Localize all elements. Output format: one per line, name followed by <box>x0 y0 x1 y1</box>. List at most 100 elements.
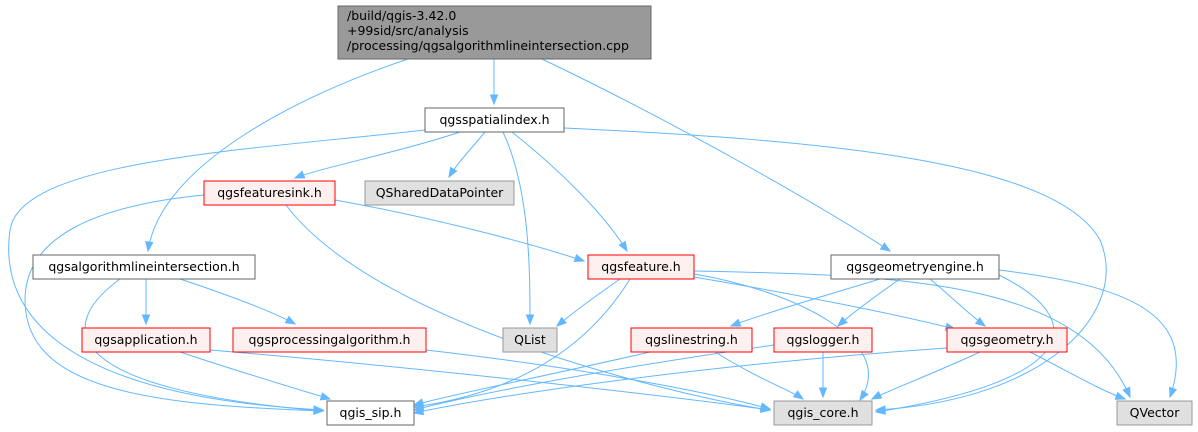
edge-qgsapplication-to-qgis_core <box>209 349 772 413</box>
edge-qgsfeature-to-qgsgeometry <box>693 276 957 331</box>
edge-line <box>84 278 324 412</box>
arrowhead <box>412 406 425 416</box>
edge-qgsspatialindex-to-qshareddatapointer <box>448 131 486 179</box>
qvector-label: QVector <box>1130 405 1181 420</box>
edge-line <box>413 344 775 411</box>
node-qgsgeometryengine[interactable]: qgsgeometryengine.h <box>830 254 1000 280</box>
node-qgis-sip[interactable]: qgis_sip.h <box>326 400 415 426</box>
edge-line <box>837 278 901 327</box>
edge-qgslinestring-to-qgis_core <box>714 351 805 400</box>
arrowhead <box>319 392 332 401</box>
qgsspatialindex-label: qgsspatialindex.h <box>439 112 549 127</box>
arrowhead <box>284 315 297 325</box>
arrowhead <box>792 390 805 400</box>
arrowhead <box>879 242 892 252</box>
edge-root-to-qgsspatialindex <box>489 59 499 106</box>
arrowhead <box>859 389 869 402</box>
arrowhead <box>759 402 772 411</box>
node-root-file: /build/qgis-3.42.0 +99sid/src/analysis /… <box>337 5 652 60</box>
edge-line <box>294 131 461 179</box>
edge-line <box>209 349 771 411</box>
arrowhead <box>974 317 987 327</box>
node-qgsspatialindex[interactable]: qgsspatialindex.h <box>424 107 565 133</box>
arrowhead <box>1169 386 1178 399</box>
edge-line <box>511 131 628 252</box>
edge-qgsgeometryengine-to-qgslinestring <box>729 278 881 327</box>
edge-qgsgeometryengine-to-qgslogger <box>836 278 901 327</box>
qgsgeometry-label: qgsgeometry.h <box>960 332 1053 347</box>
edge-line <box>556 278 621 327</box>
arrowhead <box>145 241 154 253</box>
edge-line <box>8 129 426 411</box>
edge-line <box>871 351 981 400</box>
edge-root-to-qgsgeometryengine <box>541 58 892 252</box>
root-file-line-2: +99sid/src/analysis <box>347 23 469 38</box>
node-qgsfeaturesink[interactable]: qgsfeaturesink.h <box>203 180 336 206</box>
edge-qgsgeometryengine-to-qgsgeometry <box>929 278 987 327</box>
node-qgsapplication[interactable]: qgsapplication.h <box>81 327 211 353</box>
node-qgslogger[interactable]: qgslogger.h <box>773 327 873 353</box>
qgsfeature-label: qgsfeature.h <box>601 259 680 274</box>
edge-qgsgeometry-to-qvector <box>1029 351 1127 400</box>
edge-line <box>179 351 331 400</box>
edge-line <box>714 351 804 400</box>
node-qvector: QVector <box>1116 400 1193 426</box>
arrowhead <box>573 254 586 263</box>
qgsapplication-label: qgsapplication.h <box>94 332 197 347</box>
edge-root-to-qgsalgorithmlineintersection <box>145 58 409 253</box>
node-qgsalgorithmlineintersection[interactable]: qgsalgorithmlineintersection.h <box>32 254 256 280</box>
edge-qgsfeaturesink-to-qgis_sip <box>24 194 325 415</box>
edge-qgsgeometry-to-qgis_sip <box>412 347 948 416</box>
qshareddatapointer-label: QSharedDataPointer <box>376 185 504 200</box>
edge-qgsfeature-to-qvector <box>693 270 1131 399</box>
qgsalgorithmlineintersection-label: qgsalgorithmlineintersection.h <box>48 259 239 274</box>
edge-line <box>730 278 881 327</box>
edge-qgsspatialindex-to-qgsfeaturesink <box>293 131 461 179</box>
arrowhead <box>729 318 742 327</box>
edge-line <box>413 351 651 406</box>
edge-line <box>413 347 948 414</box>
edge-line <box>147 58 409 252</box>
arrowhead <box>618 240 628 253</box>
node-qgis-core: qgis_core.h <box>773 400 873 426</box>
edge-qgsfeature-to-qgis_core <box>693 273 869 402</box>
edge-qgslinestring-to-qgis_sip <box>412 351 651 407</box>
edge-line <box>502 131 531 325</box>
arrowhead <box>555 316 567 327</box>
qgsgeometryengine-label: qgsgeometryengine.h <box>846 259 984 274</box>
root-file-line-3: /processing/qgsalgorithmlineintersection… <box>347 38 629 53</box>
nodes-layer: /build/qgis-3.42.0 +99sid/src/analysis /… <box>32 5 1193 426</box>
arrowhead <box>448 166 458 179</box>
edge-qgsalgorithmlineintersection-to-qgis_sip <box>84 278 325 415</box>
edge-line <box>929 278 986 327</box>
arrowhead <box>489 94 499 106</box>
edge-qgsalgorithmlineintersection-to-qgsprocessingalgorithm <box>179 278 297 325</box>
edge-line <box>541 58 891 252</box>
qgslogger-label: qgslogger.h <box>787 332 860 347</box>
edge-qgsgeometryengine-to-qvector <box>998 269 1178 399</box>
edge-line <box>1029 351 1126 400</box>
edge-qgsfeature-to-qlist <box>555 278 621 327</box>
node-qgsgeometry[interactable]: qgsgeometry.h <box>946 327 1068 353</box>
qgsprocessingalgorithm-label: qgsprocessingalgorithm.h <box>249 332 411 347</box>
edge-qgsspatialindex-to-qgsfeature <box>511 131 628 253</box>
edge-qgsalgorithmlineintersection-to-qgsapplication <box>141 279 151 326</box>
arrowhead <box>293 170 306 179</box>
edges-layer <box>8 58 1178 416</box>
arrowhead <box>870 390 883 400</box>
node-qshareddatapointer: QSharedDataPointer <box>364 180 515 206</box>
arrowhead <box>525 314 535 326</box>
edge-line <box>998 269 1177 398</box>
node-qgsprocessingalgorithm[interactable]: qgsprocessingalgorithm.h <box>232 327 427 353</box>
edge-line <box>179 278 296 325</box>
node-qgsfeature[interactable]: qgsfeature.h <box>587 254 695 280</box>
edge-line <box>425 349 771 410</box>
node-qlist: QList <box>502 327 558 353</box>
qlist-label: QList <box>514 332 546 347</box>
arrowhead <box>313 406 325 415</box>
node-qgslinestring[interactable]: qgslinestring.h <box>630 327 753 353</box>
edge-qgsgeometry-to-qgis_core <box>870 351 981 400</box>
arrowhead <box>1122 386 1131 399</box>
edge-line <box>24 194 324 412</box>
